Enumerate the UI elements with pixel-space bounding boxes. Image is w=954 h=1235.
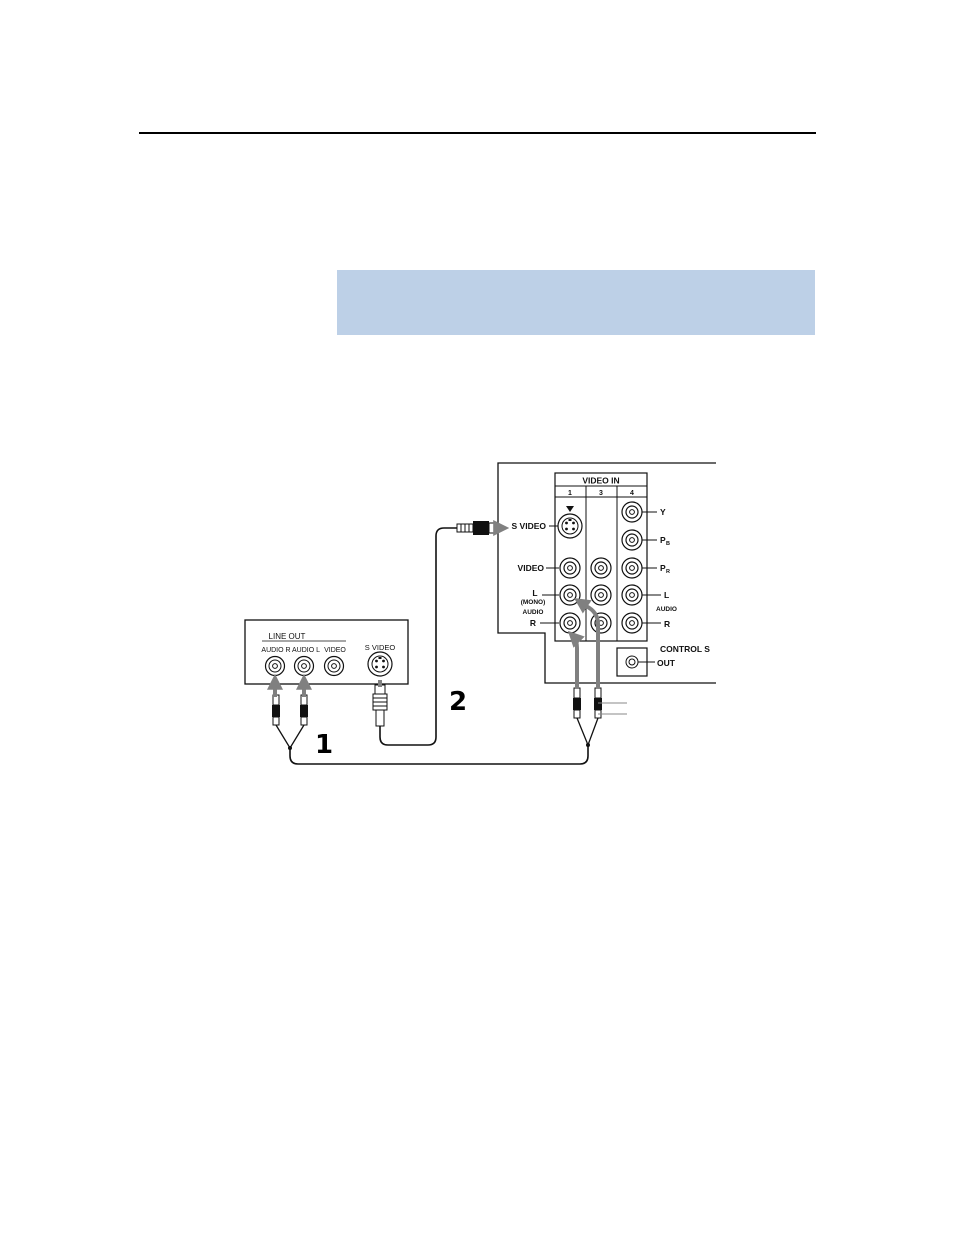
video-in-title: VIDEO IN [582,476,619,486]
top-rule [139,132,816,134]
source-line-out-label: LINE OUT [269,632,306,641]
up-arrow-icon [574,598,600,688]
rca-jack [264,655,286,677]
rca-jack [559,612,581,634]
tv-s-video-label: S VIDEO [512,521,547,531]
tv-comp-pr-sub: R [666,569,670,575]
down-triangle-icon [566,506,574,512]
s-video-jack-source [367,651,393,677]
audio-cable [272,687,627,765]
s-video-plug [456,521,496,535]
connection-arrows [267,520,600,697]
column-4-label: 4 [630,490,634,497]
rca-jack [293,655,315,677]
tv-comp-audio-label: AUDIO [656,606,677,613]
column-3-label: 3 [599,490,603,497]
source-audio-l-label: AUDIO L [292,647,320,654]
tv-audio-label: AUDIO [523,609,544,616]
tv-comp-pb-label: P [660,535,666,545]
s-video-jack-tv [557,513,583,539]
tv-comp-pr-label: P [660,563,666,573]
tv-rear-panel: VIDEO IN 1 3 4 S VIDEO VIDEO L (MONO) AU… [497,462,716,684]
rca-jack [590,557,612,579]
tv-video-label: VIDEO [518,563,545,573]
tv-comp-l-label: L [664,590,669,600]
video-in-box [554,472,648,642]
rca-jack [621,612,643,634]
rca-jack [621,529,643,551]
source-s-video-label: S VIDEO [365,643,396,652]
control-s-jack [625,655,639,669]
tv-comp-r-label: R [664,619,670,629]
rca-plug [573,687,581,719]
s-video-plug [372,684,388,727]
tv-mono-label: (MONO) [521,599,546,606]
rca-jack [590,584,612,606]
rca-plug [300,694,308,726]
source-audio-r-label: AUDIO R [261,647,290,654]
step-2-label: 2 [449,687,467,717]
rca-jack [559,584,581,606]
s-video-cable [372,521,496,746]
tv-audio-l-label: L [532,588,537,598]
tv-comp-pb-sub: B [666,541,670,547]
rca-jack [590,612,612,634]
column-1-label: 1 [568,490,572,497]
up-arrow-icon [567,630,585,688]
source-device: LINE OUT AUDIO R AUDIO L VIDEO S VIDEO [244,619,409,685]
source-video-label: VIDEO [324,647,346,654]
tv-control-out-label: OUT [657,658,676,668]
rca-jack [559,557,581,579]
tv-audio-r-label: R [530,618,536,628]
rca-jack [621,557,643,579]
rca-jack [621,584,643,606]
note-band [337,270,815,335]
step-1-label: 1 [315,730,333,760]
rca-jack [323,655,345,677]
rca-plug [272,694,280,726]
tv-control-s-label: CONTROL S [660,644,710,654]
rca-jack [621,501,643,523]
tv-comp-y-label: Y [660,507,666,517]
